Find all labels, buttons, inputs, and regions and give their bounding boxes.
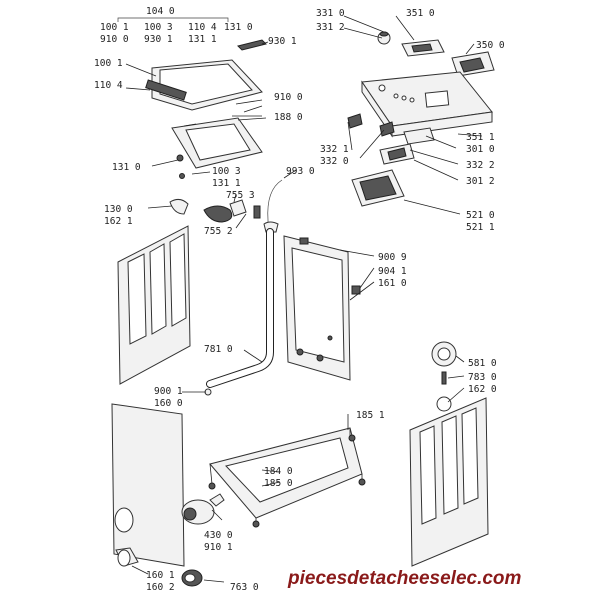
label-930-1: 930 1 bbox=[144, 34, 173, 45]
label-763-0: 763 0 bbox=[230, 582, 259, 593]
label-160-0: 160 0 bbox=[154, 398, 183, 409]
inlet-hose-parts bbox=[169, 179, 283, 233]
leader-lines bbox=[125, 15, 483, 583]
label-100-1: 100 1 bbox=[100, 22, 129, 33]
label-993-0: 993 0 bbox=[286, 166, 315, 177]
label-110-4: 110 4 bbox=[188, 22, 217, 33]
lid-assembly bbox=[117, 17, 267, 179]
label-581-0: 581 0 bbox=[468, 358, 497, 369]
label-904-1: 904 1 bbox=[378, 266, 407, 277]
site-watermark: piecesdetacheeselec.com bbox=[287, 568, 522, 589]
label-100-1-b: 100 1 bbox=[94, 58, 123, 69]
label-331-2: 331 2 bbox=[316, 22, 345, 33]
label-162-1: 162 1 bbox=[104, 216, 133, 227]
label-160-2: 160 2 bbox=[146, 582, 175, 593]
label-783-0: 783 0 bbox=[468, 372, 497, 383]
label-332-1: 332 1 bbox=[320, 144, 349, 155]
label-900-9: 900 9 bbox=[378, 252, 407, 263]
part-number-labels: 104 0 100 1 100 3 110 4 131 0 910 0 930 … bbox=[94, 6, 505, 593]
label-184-0: 184 0 bbox=[264, 466, 293, 477]
label-301-0: 301 0 bbox=[466, 144, 495, 155]
label-130-0: 130 0 bbox=[104, 204, 133, 215]
label-351-0: 351 0 bbox=[406, 8, 435, 19]
front-panel bbox=[111, 403, 185, 567]
label-331-0: 331 0 bbox=[316, 8, 345, 19]
label-110-4-b: 110 4 bbox=[94, 80, 123, 91]
drain-hose bbox=[204, 228, 274, 396]
label-188-0: 188 0 bbox=[274, 112, 303, 123]
label-131-0-b: 131 0 bbox=[112, 162, 141, 173]
label-131-0: 131 0 bbox=[224, 22, 253, 33]
label-332-2: 332 2 bbox=[466, 160, 495, 171]
label-351-1: 351 1 bbox=[466, 132, 495, 143]
label-332-0: 332 0 bbox=[320, 156, 349, 167]
drain-pump bbox=[181, 493, 225, 587]
label-910-0-b: 910 0 bbox=[274, 92, 303, 103]
label-162-0: 162 0 bbox=[468, 384, 497, 395]
label-100-3-b: 100 3 bbox=[212, 166, 241, 177]
label-755-2: 755 2 bbox=[204, 226, 233, 237]
label-930-1-b: 930 1 bbox=[268, 36, 297, 47]
right-side-panel bbox=[409, 397, 489, 567]
label-900-1: 900 1 bbox=[154, 386, 183, 397]
label-100-3: 100 3 bbox=[144, 22, 173, 33]
base-frame bbox=[208, 427, 366, 528]
label-350-0: 350 0 bbox=[476, 40, 505, 51]
left-side-panel bbox=[117, 225, 191, 385]
rear-frame bbox=[283, 235, 361, 381]
label-781-0: 781 0 bbox=[204, 344, 233, 355]
label-301-2: 301 2 bbox=[466, 176, 495, 187]
label-104-0: 104 0 bbox=[146, 6, 175, 17]
pulley-parts bbox=[431, 341, 457, 412]
label-131-1: 131 1 bbox=[188, 34, 217, 45]
label-430-0: 430 0 bbox=[204, 530, 233, 541]
label-910-0: 910 0 bbox=[100, 34, 129, 45]
label-521-0: 521 0 bbox=[466, 210, 495, 221]
control-panel-assembly bbox=[347, 31, 495, 207]
label-521-1: 521 1 bbox=[466, 222, 495, 233]
label-160-1: 160 1 bbox=[146, 570, 175, 581]
label-185-0: 185 0 bbox=[264, 478, 293, 489]
label-910-1: 910 1 bbox=[204, 542, 233, 553]
label-161-0: 161 0 bbox=[378, 278, 407, 289]
label-131-1-b: 131 1 bbox=[212, 178, 241, 189]
label-185-1: 185 1 bbox=[356, 410, 385, 421]
label-755-3: 755 3 bbox=[226, 190, 255, 201]
